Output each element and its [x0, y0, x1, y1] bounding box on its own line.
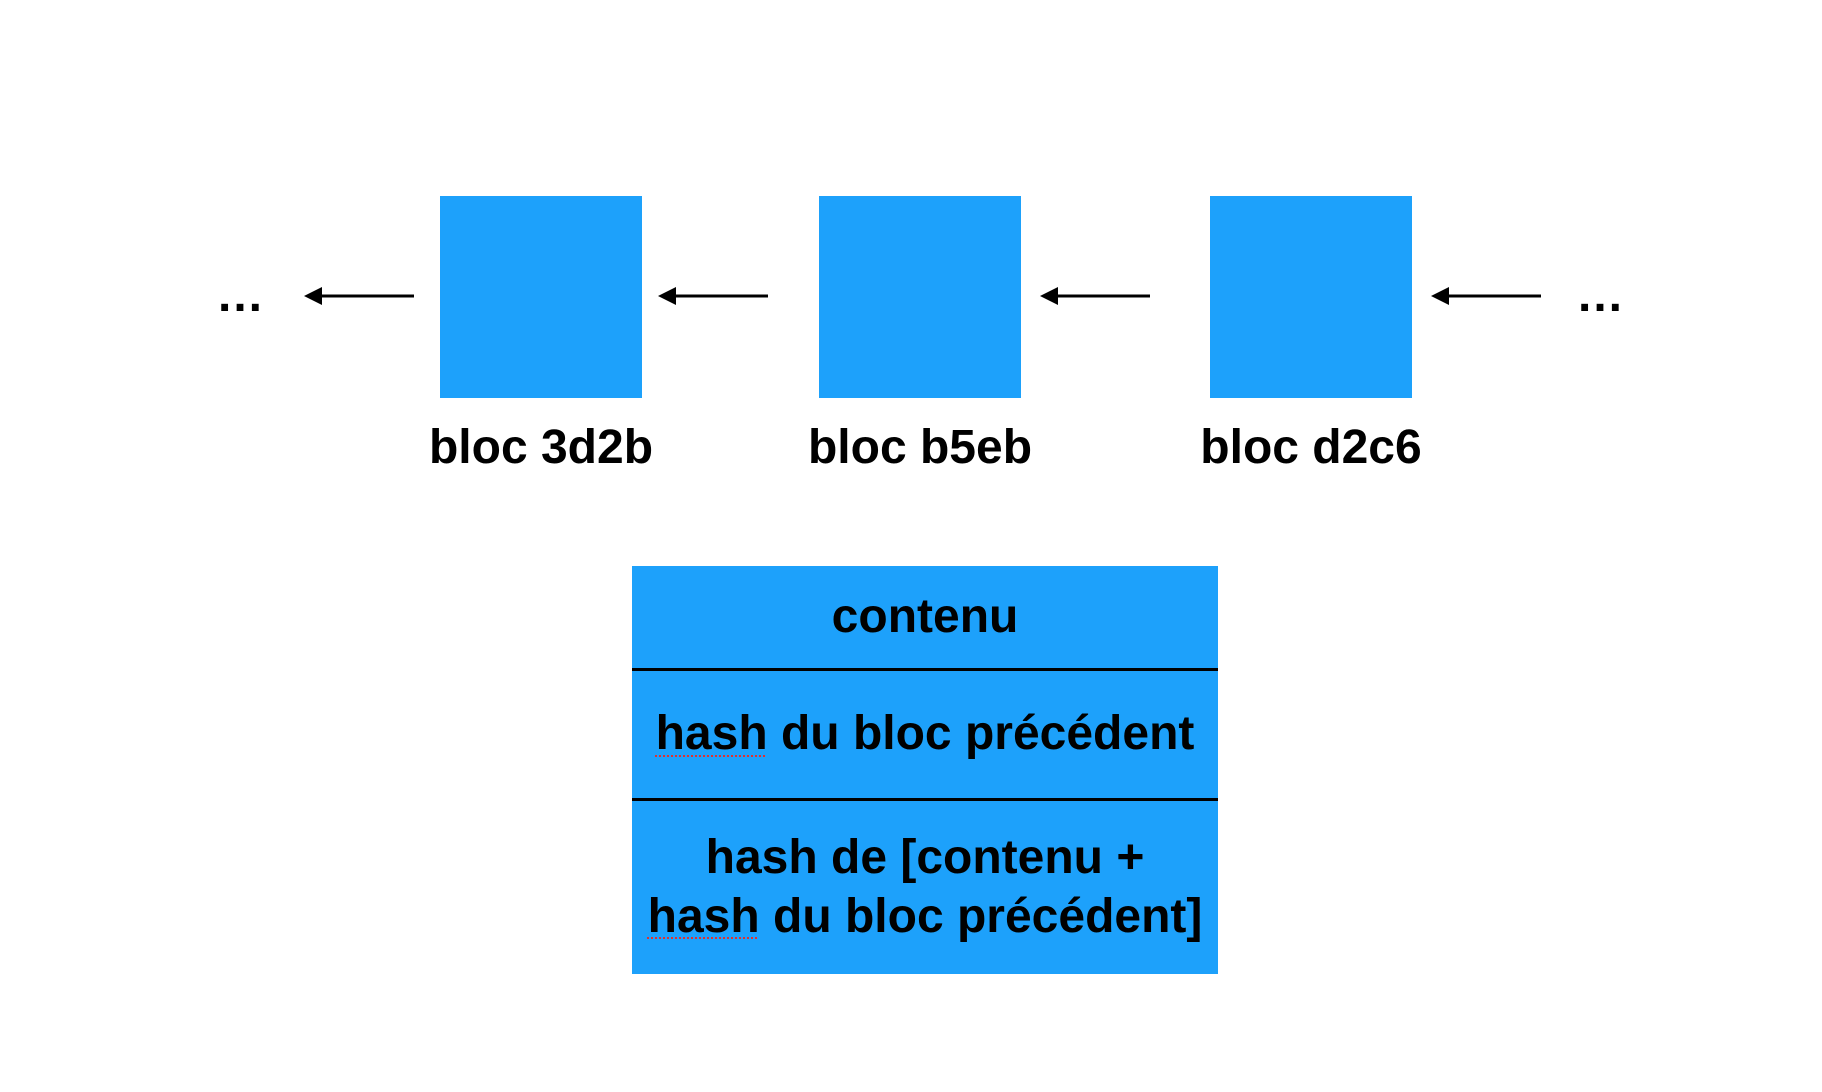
block-structure: contenu hash du bloc précédent hash de […	[632, 566, 1218, 974]
row-previous-hash: hash du bloc précédent	[632, 671, 1218, 798]
row-previous-hash-label: hash du bloc précédent	[656, 705, 1195, 764]
arrow-left-icon	[304, 287, 414, 305]
row-content-label: contenu	[831, 589, 1019, 643]
spellcheck-word: hash	[647, 889, 760, 943]
arrow-left-icon	[1040, 287, 1150, 305]
block-b5eb	[819, 196, 1021, 398]
ellipsis-right: ...	[1578, 269, 1625, 322]
block-3d2b	[440, 196, 642, 398]
ellipsis-left: ...	[218, 269, 265, 322]
block-label-d2c6: bloc d2c6	[1200, 421, 1422, 474]
row-previous-hash-rest: du bloc précédent	[767, 707, 1195, 761]
row-own-hash-line-2-rest: du bloc précédent]	[759, 889, 1203, 943]
arrow-left-icon	[658, 287, 768, 305]
row-content: contenu	[632, 566, 1218, 668]
block-d2c6	[1210, 196, 1412, 398]
row-own-hash: hash de [contenu + hash du bloc précéden…	[632, 801, 1218, 974]
arrow-left-icon	[1431, 287, 1541, 305]
row-own-hash-line-1: hash de [contenu +	[705, 830, 1145, 884]
block-label-b5eb: bloc b5eb	[807, 421, 1033, 474]
divider	[632, 668, 1218, 671]
spellcheck-word: hash	[655, 707, 768, 761]
row-own-hash-line-2: hash du bloc précédent]	[648, 888, 1203, 947]
divider	[632, 798, 1218, 801]
block-label-3d2b: bloc 3d2b	[428, 421, 654, 474]
